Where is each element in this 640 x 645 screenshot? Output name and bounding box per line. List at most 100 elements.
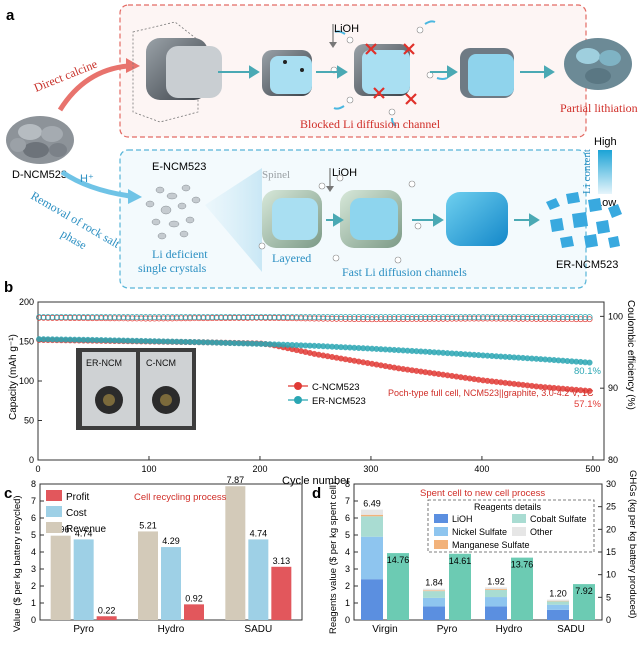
- bar: [73, 539, 94, 620]
- panel-d-ylabel-right: GHGs (kg per kg battery produced): [627, 470, 638, 618]
- li-ions-bottom: [258, 174, 422, 264]
- data-point: [253, 314, 260, 321]
- data-point: [493, 314, 500, 321]
- legend-revenue: Revenue: [66, 524, 106, 535]
- reagent-total-label: 1.20: [549, 589, 567, 599]
- data-point: [93, 314, 100, 321]
- data-point: [564, 314, 571, 321]
- data-point: [364, 314, 371, 321]
- panel-b-annotation: Poch-type full cell, NCM523||graphite, 3…: [388, 388, 594, 398]
- data-point: [386, 314, 393, 321]
- data-point: [391, 314, 398, 321]
- data-point: [515, 314, 522, 321]
- data-point: [404, 314, 411, 321]
- blocked-cross-icons: [365, 43, 417, 105]
- er-ncm523-particles: [546, 192, 622, 248]
- stack-segment: [547, 600, 569, 602]
- proton-label: H⁺: [80, 173, 94, 185]
- data-point: [320, 314, 327, 321]
- li-content-colorbar: [598, 150, 612, 194]
- stack-segment: [485, 589, 507, 590]
- y-right-tick-label: 90: [608, 383, 618, 393]
- data-point: [266, 314, 273, 321]
- data-point: [67, 314, 74, 321]
- data-point: [102, 314, 109, 321]
- final-label-c: 57.1%: [574, 399, 601, 410]
- y-tick-label: 150: [19, 337, 34, 347]
- data-point: [369, 314, 376, 321]
- li-content-legend: High Low Li content: [581, 136, 617, 209]
- x-tick-label: 500: [585, 464, 600, 474]
- y-right-tick-label: 30: [606, 479, 616, 489]
- data-point: [329, 314, 336, 321]
- data-point: [289, 314, 296, 321]
- data-point: [111, 314, 118, 321]
- data-point: [178, 314, 185, 321]
- stack-segment: [547, 599, 569, 601]
- data-point: [53, 314, 60, 321]
- data-point: [555, 314, 562, 321]
- data-point: [191, 314, 198, 321]
- x-tick-label: 100: [141, 464, 156, 474]
- data-point: [475, 314, 482, 321]
- category-label: Pyro: [437, 624, 458, 635]
- y-tick-label: 1: [31, 598, 36, 608]
- data-point: [129, 314, 136, 321]
- data-point: [36, 314, 43, 321]
- data-point: [484, 314, 491, 321]
- y-right-tick-label: 25: [606, 502, 616, 512]
- y-tick-label: 4: [345, 547, 350, 557]
- data-point: [45, 314, 51, 321]
- data-point: [586, 359, 593, 366]
- data-point: [417, 314, 424, 321]
- y-tick-label: 7: [31, 496, 36, 506]
- data-point: [497, 314, 504, 321]
- data-point: [187, 314, 193, 321]
- data-point: [98, 314, 105, 321]
- layered-label: Layered: [272, 251, 311, 265]
- panel-b-series: [36, 314, 593, 394]
- data-point: [271, 314, 278, 321]
- panel-d-bars: Virgin6.4914.76Pyro1.8414.61Hydro1.9213.…: [361, 499, 595, 635]
- final-label-er: 80.1%: [574, 366, 601, 377]
- y-tick-label: 6: [345, 513, 350, 523]
- data-point: [488, 315, 495, 322]
- data-point: [435, 314, 442, 321]
- bar: [161, 547, 181, 620]
- stack-segment: [423, 588, 445, 591]
- data-point: [440, 314, 447, 321]
- e-ncm523-crystals: [145, 184, 201, 240]
- data-point: [573, 314, 580, 321]
- ghg-value-label: 13.76: [511, 560, 534, 570]
- data-point: [222, 314, 229, 321]
- bar-value-label: 4.74: [250, 528, 268, 538]
- y-tick-label: 3: [345, 564, 350, 574]
- bar: [225, 486, 246, 620]
- data-point: [586, 314, 593, 321]
- panel-d-ylabel: Reagents value ($ per kg spent cell): [328, 482, 339, 634]
- li-deficient-line2: single crystals: [138, 261, 207, 275]
- data-point: [147, 315, 154, 322]
- data-point: [195, 314, 202, 321]
- partial-lithiation-label: Partial lithiation: [560, 101, 638, 115]
- d-ncm523-label: D-NCM523: [12, 169, 67, 181]
- bar: [248, 539, 269, 620]
- data-point: [231, 314, 238, 321]
- legend-nickel-sulfate: Nickel Sulfate: [452, 527, 507, 537]
- data-point: [293, 314, 300, 321]
- partial-lithiation-particle: [564, 38, 632, 90]
- data-point: [342, 314, 349, 321]
- data-point: [506, 314, 513, 321]
- data-point: [422, 314, 429, 321]
- bar: [50, 535, 71, 620]
- stack-segment: [361, 579, 383, 620]
- y-right-tick-label: 0: [606, 615, 611, 625]
- stack-segment: [485, 606, 507, 620]
- data-point: [262, 314, 269, 321]
- direct-calcine-arrow: [57, 63, 129, 112]
- data-point: [351, 314, 358, 321]
- data-point: [151, 314, 158, 321]
- data-point: [586, 388, 593, 394]
- panel-a: a D-NCM523 Direct calcine H⁺ Removal of …: [6, 4, 638, 289]
